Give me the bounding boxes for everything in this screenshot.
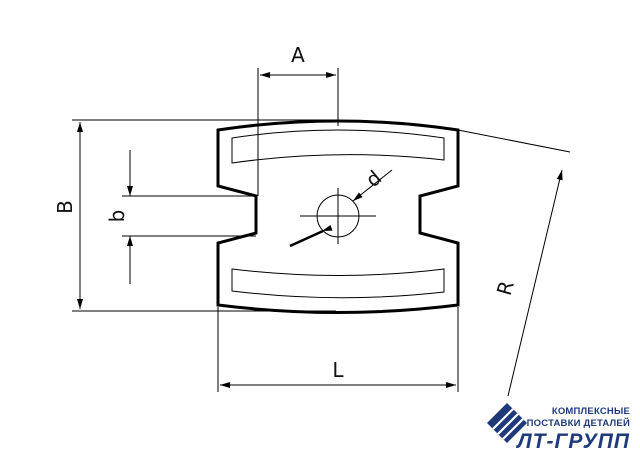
dimension-b [72, 119, 336, 312]
label-b: B [53, 200, 77, 214]
dimension-r [457, 129, 571, 397]
logo: КОМПЛЕКСНЫЕ ПОСТАВКИ ДЕТАЛЕЙ ЛТ-ГРУПП [487, 403, 630, 453]
logo-line1: КОМПЛЕКСНЫЕ [552, 406, 630, 417]
label-a: A [291, 43, 305, 67]
label-d: d [361, 165, 386, 192]
dimension-l [217, 307, 459, 392]
lower-slot [231, 268, 445, 299]
label-r: R [492, 278, 519, 298]
dimension-d [289, 169, 393, 248]
label-b-small: b [105, 210, 129, 223]
upper-slot [231, 129, 445, 164]
diamond-stripes-icon [487, 403, 527, 443]
logo-brand: ЛТ-ГРУПП [515, 430, 630, 453]
dimension-b-small [122, 150, 256, 284]
label-l: L [332, 358, 344, 382]
logo-line2: ПОСТАВКИ ДЕТАЛЕЙ [527, 417, 630, 429]
dimension-a [257, 68, 339, 196]
part-outline [216, 119, 460, 314]
